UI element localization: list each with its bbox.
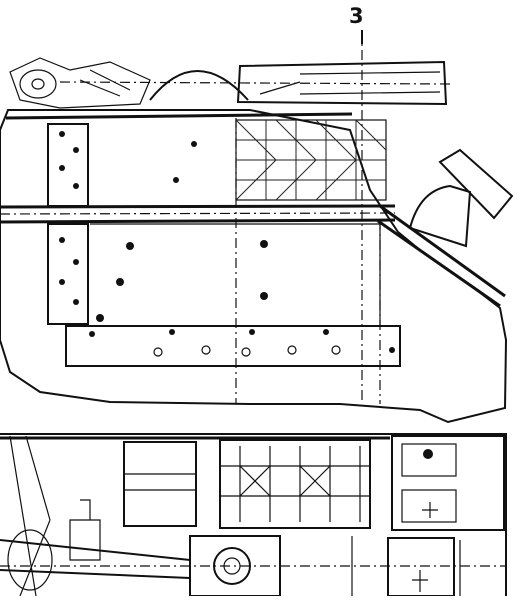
turret-dome xyxy=(149,70,249,101)
plan-outline xyxy=(0,433,507,596)
tube-inner xyxy=(299,71,441,95)
arm-linkage xyxy=(79,69,301,97)
left-mechanism xyxy=(9,57,151,109)
inner-box-line xyxy=(90,223,381,326)
seat-shape xyxy=(408,184,472,248)
left-frame-upper xyxy=(47,123,89,207)
left-hub xyxy=(31,78,45,90)
left-frame-lower xyxy=(47,223,89,325)
rivets xyxy=(59,131,395,357)
radiator-cells xyxy=(220,446,370,522)
left-tray xyxy=(123,441,197,527)
hatched-block xyxy=(235,119,387,201)
horizontal-centerline xyxy=(59,81,451,85)
drive-shaft xyxy=(0,539,191,579)
hull-outline xyxy=(0,109,508,424)
hatch-plate xyxy=(438,148,514,220)
upper-deck-line xyxy=(5,112,353,120)
cell-a-dot xyxy=(423,449,433,459)
rail-centerline xyxy=(0,212,396,215)
left-bracket xyxy=(9,435,51,597)
right-lower-box xyxy=(387,537,455,597)
plan-view xyxy=(0,433,507,597)
plan-vertical xyxy=(351,536,461,596)
right-cell-a xyxy=(401,443,457,477)
section-callout-label: 3 xyxy=(349,4,364,28)
right-panel xyxy=(391,435,505,531)
left-drum xyxy=(7,529,53,591)
hull-side-view xyxy=(0,30,514,424)
right-cell-b xyxy=(401,489,457,523)
radiator-block xyxy=(219,439,371,529)
tray-divider xyxy=(124,473,196,491)
valve-cluster xyxy=(69,499,101,561)
sloped-rail-top xyxy=(379,204,506,298)
sloped-rail-bottom xyxy=(377,219,501,308)
cell-b-cross xyxy=(422,502,438,518)
right-lower-arrow xyxy=(412,570,428,592)
left-wheel xyxy=(19,69,57,99)
lower-step-box xyxy=(65,325,401,367)
main-rail-bottom xyxy=(0,218,396,224)
